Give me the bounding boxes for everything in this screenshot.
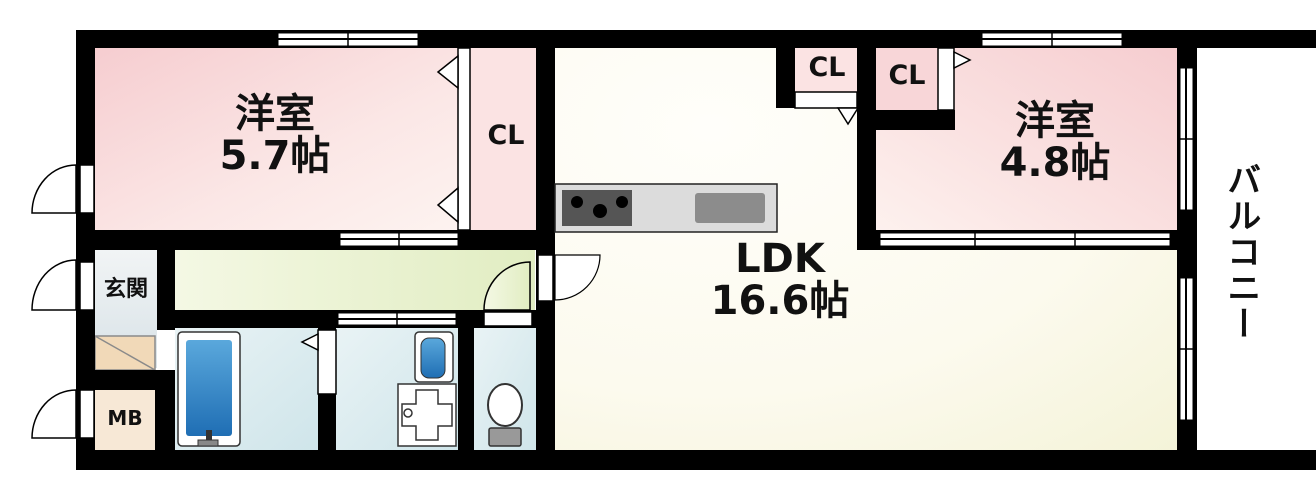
western-room-2-name: 洋室: [1015, 98, 1095, 144]
windows: [277, 32, 1194, 421]
entrance-label: 玄関: [103, 277, 148, 302]
wash-basin-icon: [414, 331, 454, 383]
western-room-2-label: 洋室 4.8帖: [975, 100, 1135, 184]
mb-space: [95, 390, 155, 450]
western-room-1-size: 5.7帖: [219, 133, 331, 179]
closet-2-label: CL: [808, 52, 846, 83]
western-room-2-size: 4.8帖: [999, 140, 1111, 186]
balcony-label: バルコニー: [1220, 162, 1261, 342]
stove-burner-icon: [616, 196, 628, 208]
ldk-size: 16.6帖: [710, 278, 850, 324]
washing-machine-space-icon: [397, 383, 457, 447]
closet-3-label: CL: [888, 60, 926, 91]
corridor: [175, 250, 535, 310]
shoe-storage-diagonal: [94, 335, 156, 371]
stove-burner-icon: [593, 204, 607, 218]
ldk-name: LDK: [735, 236, 825, 282]
western-room-1-name: 洋室: [235, 91, 315, 137]
ldk-label: LDK 16.6帖: [690, 238, 870, 322]
swing-doors: [31, 164, 601, 439]
western-room-1-label: 洋室 5.7帖: [195, 93, 355, 177]
mb-label: MB: [107, 406, 143, 430]
western-room-1: [95, 48, 460, 230]
bathtub-icon: [177, 331, 241, 447]
closet-doors: [300, 47, 972, 395]
stove-burner-icon: [571, 196, 583, 208]
sink-icon: [695, 193, 765, 223]
toilet-icon: [487, 383, 523, 447]
closet-3-fill: [876, 48, 938, 110]
closet-1-fill: [470, 48, 536, 230]
closet-2-fill: [795, 48, 857, 92]
kitchen-counter: [554, 183, 778, 233]
closet-1-label: CL: [487, 120, 525, 151]
